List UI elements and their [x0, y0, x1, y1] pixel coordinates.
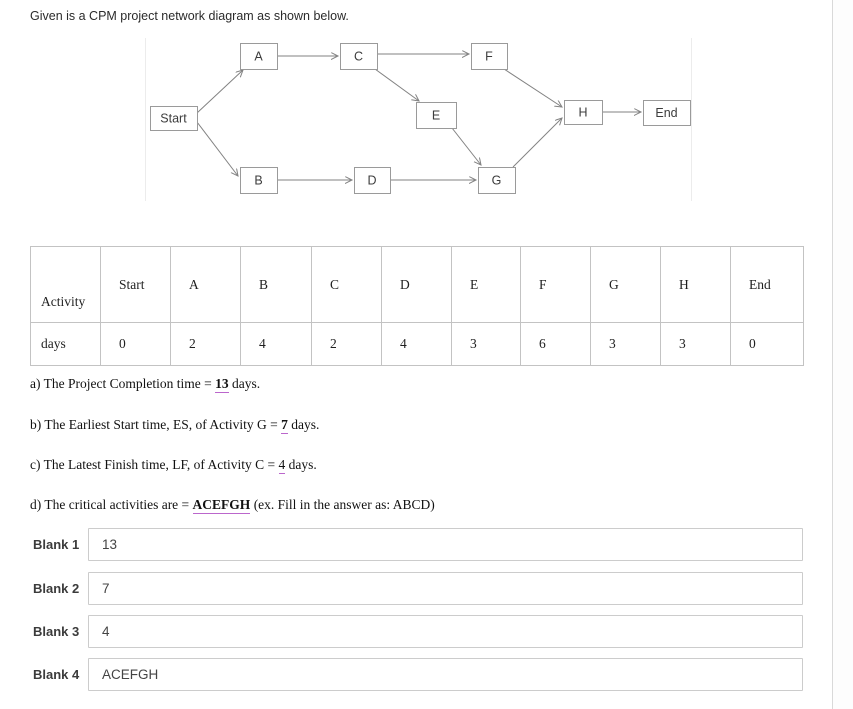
blank-4-label: Blank 4	[33, 667, 80, 682]
node-B: B	[240, 167, 278, 194]
node-Start: Start	[150, 106, 198, 131]
table-row-label: Activity	[30, 246, 101, 323]
question-d-prefix: d) The critical activities are =	[30, 497, 193, 512]
table-value-cell: 4	[381, 322, 452, 366]
svg-text:G: G	[492, 174, 502, 188]
svg-text:E: E	[432, 109, 440, 123]
blank-3-input[interactable]	[88, 615, 803, 648]
table-header-cell: End	[730, 246, 804, 323]
table-header-cell: B	[240, 246, 312, 323]
edge-C-E	[374, 68, 419, 101]
question-a: a) The Project Completion time = 13 days…	[30, 376, 261, 393]
blank-4-input[interactable]	[88, 658, 803, 691]
svg-text:H: H	[578, 106, 587, 120]
table-value-cell: 3	[660, 322, 731, 366]
node-C: C	[340, 43, 378, 70]
table-value-cell: 3	[590, 322, 661, 366]
table-value-cell: 0	[100, 322, 171, 366]
table-header-cell: H	[660, 246, 731, 323]
question-c-prefix: c) The Latest Finish time, LF, of Activi…	[30, 457, 279, 472]
table-header-cell: E	[451, 246, 521, 323]
edge-Start-B	[196, 121, 238, 176]
table-days-row: days 0 2 4 2 4 3 6 3 3 0	[30, 322, 804, 366]
question-a-answer: 13	[215, 376, 229, 393]
node-D: D	[354, 167, 391, 194]
blank-4-row: Blank 4	[0, 658, 853, 691]
question-a-suffix: days.	[228, 376, 261, 391]
diagram-image-right-edge	[691, 38, 692, 201]
table-value-cell: 3	[451, 322, 521, 366]
table-header-cell: A	[170, 246, 241, 323]
edge-E-G	[451, 127, 481, 165]
question-d-answer: ACEFGH	[192, 497, 251, 514]
page-title: Given is a CPM project network diagram a…	[30, 9, 349, 23]
blank-2-label: Blank 2	[33, 581, 80, 596]
blank-2-input[interactable]	[88, 572, 803, 605]
question-a-prefix: a) The Project Completion time =	[30, 376, 216, 391]
table-header-cell: D	[381, 246, 452, 323]
table-row-label: days	[30, 322, 101, 366]
question-d-suffix: (ex. Fill in the answer as: ABCD)	[250, 497, 435, 512]
question-b: b) The Earliest Start time, ES, of Activ…	[30, 417, 320, 434]
question-c: c) The Latest Finish time, LF, of Activi…	[30, 457, 317, 474]
table-value-cell: 4	[240, 322, 312, 366]
blank-2-row: Blank 2	[0, 572, 853, 605]
question-d: d) The critical activities are = ACEFGH …	[30, 497, 435, 514]
blank-1-label: Blank 1	[33, 537, 80, 552]
node-F: F	[471, 43, 508, 70]
table-value-cell: 2	[311, 322, 382, 366]
table-header-row: Activity Start A B C D E F G H End	[30, 246, 804, 323]
table-header-cell: Start	[100, 246, 171, 323]
activity-table: Activity Start A B C D E F G H End days …	[30, 246, 804, 366]
svg-text:A: A	[254, 50, 263, 64]
table-header-cell: G	[590, 246, 661, 323]
blank-3-row: Blank 3	[0, 615, 853, 648]
question-b-prefix: b) The Earliest Start time, ES, of Activ…	[30, 417, 282, 432]
node-H: H	[564, 100, 603, 125]
question-c-answer: 4	[278, 457, 286, 474]
table-value-cell: 2	[170, 322, 241, 366]
node-A: A	[240, 43, 278, 70]
blank-1-row: Blank 1	[0, 528, 853, 561]
svg-text:End: End	[655, 106, 677, 120]
table-value-cell: 0	[730, 322, 804, 366]
blank-3-label: Blank 3	[33, 624, 80, 639]
svg-text:F: F	[485, 50, 493, 64]
node-G: G	[478, 167, 516, 194]
table-header-cell: F	[520, 246, 591, 323]
right-divider	[832, 0, 833, 709]
question-b-answer: 7	[281, 417, 288, 434]
edge-G-H	[512, 118, 562, 168]
question-b-suffix: days.	[287, 417, 320, 432]
edge-Start-A	[196, 70, 243, 114]
diagram-image-left-edge	[145, 38, 146, 201]
svg-text:C: C	[354, 50, 363, 64]
question-c-suffix: days.	[285, 457, 317, 472]
blank-1-input[interactable]	[88, 528, 803, 561]
table-header-cell: C	[311, 246, 382, 323]
edge-F-H	[503, 68, 562, 107]
right-gutter	[833, 0, 853, 709]
table-value-cell: 6	[520, 322, 591, 366]
node-E: E	[416, 102, 457, 129]
svg-text:Start: Start	[160, 112, 187, 126]
svg-text:D: D	[367, 174, 376, 188]
node-End: End	[643, 100, 691, 126]
svg-text:B: B	[254, 174, 262, 188]
